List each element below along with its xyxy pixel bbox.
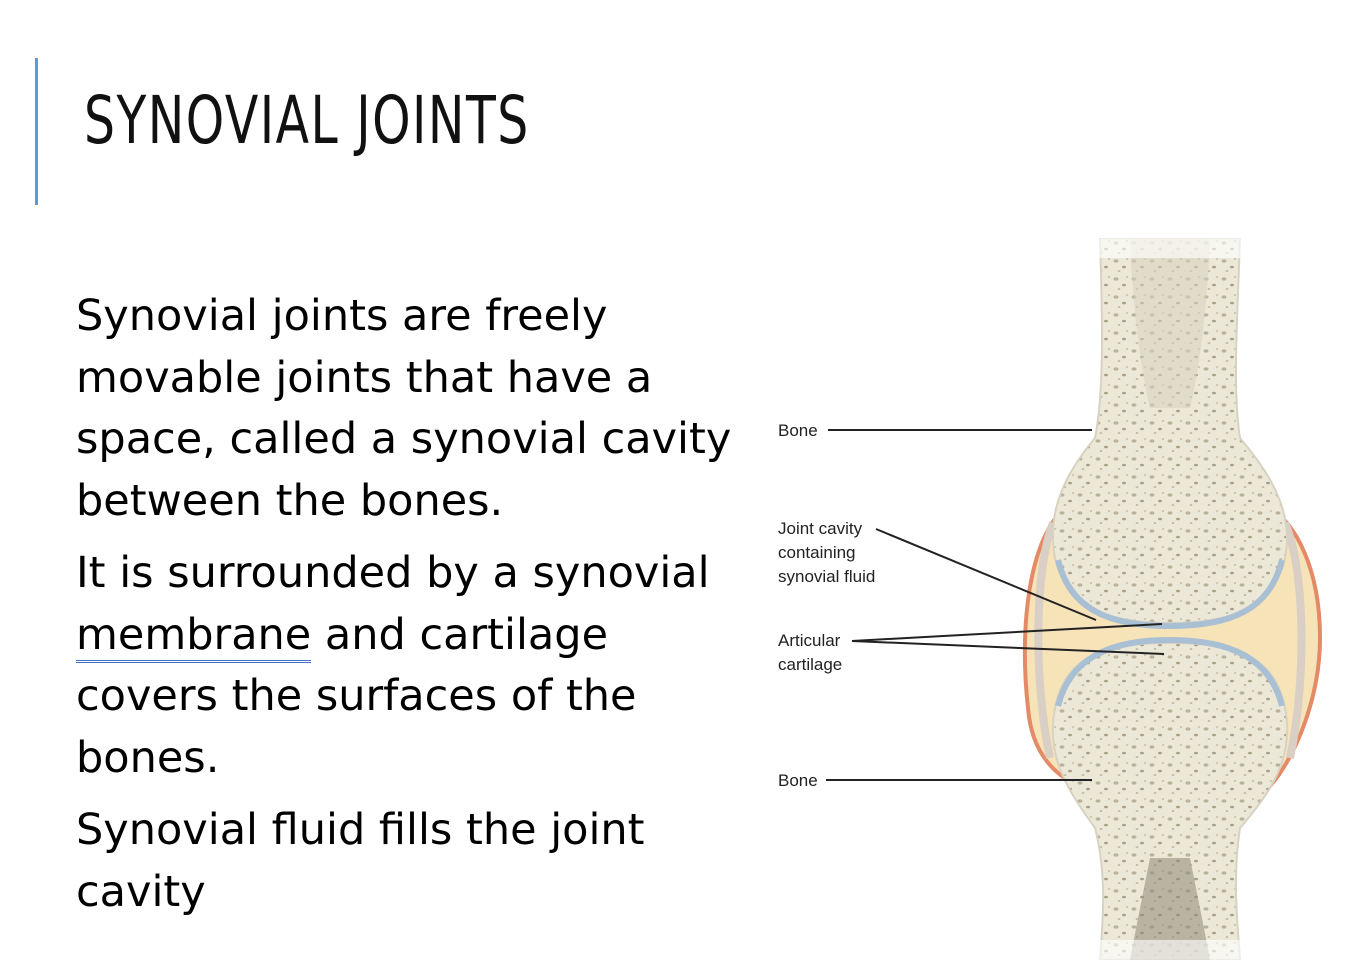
cartilage-leader-lower (851, 640, 1165, 655)
label-joint-cavity-line2: containing (778, 543, 856, 562)
label-articular-cartilage-line2: cartilage (778, 655, 842, 674)
label-joint-cavity-line1: Joint cavity (778, 519, 863, 538)
paragraph-definition: Synovial joints are freely movable joint… (76, 291, 732, 526)
synovial-membrane-right (1281, 521, 1306, 759)
synovial-joint-diagram: Bone Joint cavity containing synovial fl… (770, 238, 1330, 960)
label-joint-cavity-line3: synovial fluid (778, 567, 875, 586)
paragraph-membrane: It is surrounded by a synovial membrane … (76, 543, 756, 789)
paragraph-membrane-end: and cartilage covers the surfaces of the… (76, 609, 637, 783)
membrane-link[interactable]: membrane (76, 609, 312, 663)
slide-body: Synovial joints are freely movable joint… (76, 286, 756, 934)
title-accent-bar (35, 58, 38, 205)
label-bone-bottom: Bone (778, 771, 818, 790)
lower-marrow (1130, 858, 1210, 960)
paragraph-membrane-start: It is surrounded by a synovial (76, 548, 710, 598)
label-bone-top: Bone (778, 421, 818, 440)
label-articular-cartilage-line1: Articular (778, 631, 841, 650)
joint-illustration: Bone Joint cavity containing synovial fl… (770, 238, 1330, 960)
paragraph-fluid: Synovial fluid fills the joint cavity (76, 805, 645, 917)
upper-marrow (1130, 238, 1210, 408)
slide-title: SYNOVIAL JOINTS (84, 82, 530, 159)
synovial-membrane (1034, 521, 1057, 759)
lower-bone (1051, 641, 1289, 960)
upper-bone (1051, 238, 1288, 625)
joint-cavity-leader (875, 528, 1097, 621)
upper-cartilage (1055, 559, 1285, 630)
cartilage-leader-upper (851, 623, 1163, 642)
lower-cartilage (1055, 636, 1285, 707)
